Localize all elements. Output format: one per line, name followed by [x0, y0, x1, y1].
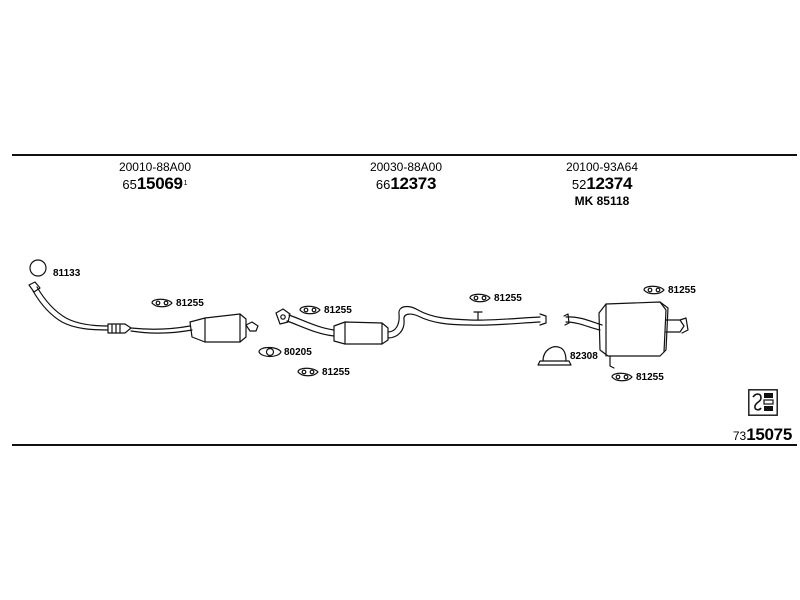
kit-reference-icon	[748, 389, 778, 416]
gasket-icon-d	[643, 285, 665, 295]
clamp-82308-icon	[537, 346, 572, 366]
label-ring-81133: 81133	[53, 268, 81, 279]
oem-code: 20100-93A64	[565, 160, 639, 174]
section-rear-silencer: 20100-93A64 5212374 MK 85118	[547, 160, 657, 209]
gasket-icon-e	[297, 367, 319, 377]
diagram-reference-number: 7315075	[732, 425, 792, 444]
label-gasket-81255: 81255	[324, 305, 352, 316]
front-pipe-icon	[28, 281, 259, 343]
seal-80205-icon	[258, 346, 282, 358]
section-middle-silencer: 20030-88A00 6612373	[356, 161, 456, 193]
mounting-kit-number: MK 85118	[574, 194, 630, 208]
gasket-icon-b	[299, 305, 321, 315]
gasket-icon-c	[469, 293, 491, 303]
label-seal-80205: 80205	[284, 347, 312, 358]
ring-81133-icon	[29, 259, 47, 277]
label-gasket-81255: 81255	[176, 298, 204, 309]
oem-code: 20030-88A00	[369, 160, 443, 174]
part-number: 6612373	[375, 174, 437, 193]
label-gasket-81255: 81255	[322, 367, 350, 378]
label-clamp-82308: 82308	[570, 351, 598, 362]
bottom-divider	[12, 444, 797, 446]
top-divider	[12, 154, 797, 156]
gasket-icon-a	[151, 298, 173, 308]
oem-code: 20010-88A00	[118, 160, 192, 174]
gasket-icon-f	[611, 372, 633, 382]
label-gasket-81255: 81255	[636, 372, 664, 383]
section-front-pipe: 20010-88A00 65150691	[105, 161, 205, 193]
label-gasket-81255: 81255	[668, 285, 696, 296]
label-gasket-81255: 81255	[494, 293, 522, 304]
rear-silencer-icon	[563, 301, 689, 369]
middle-pipe-icon	[275, 305, 547, 345]
part-number: 65150691	[122, 174, 188, 193]
part-number: 5212374	[571, 174, 633, 193]
